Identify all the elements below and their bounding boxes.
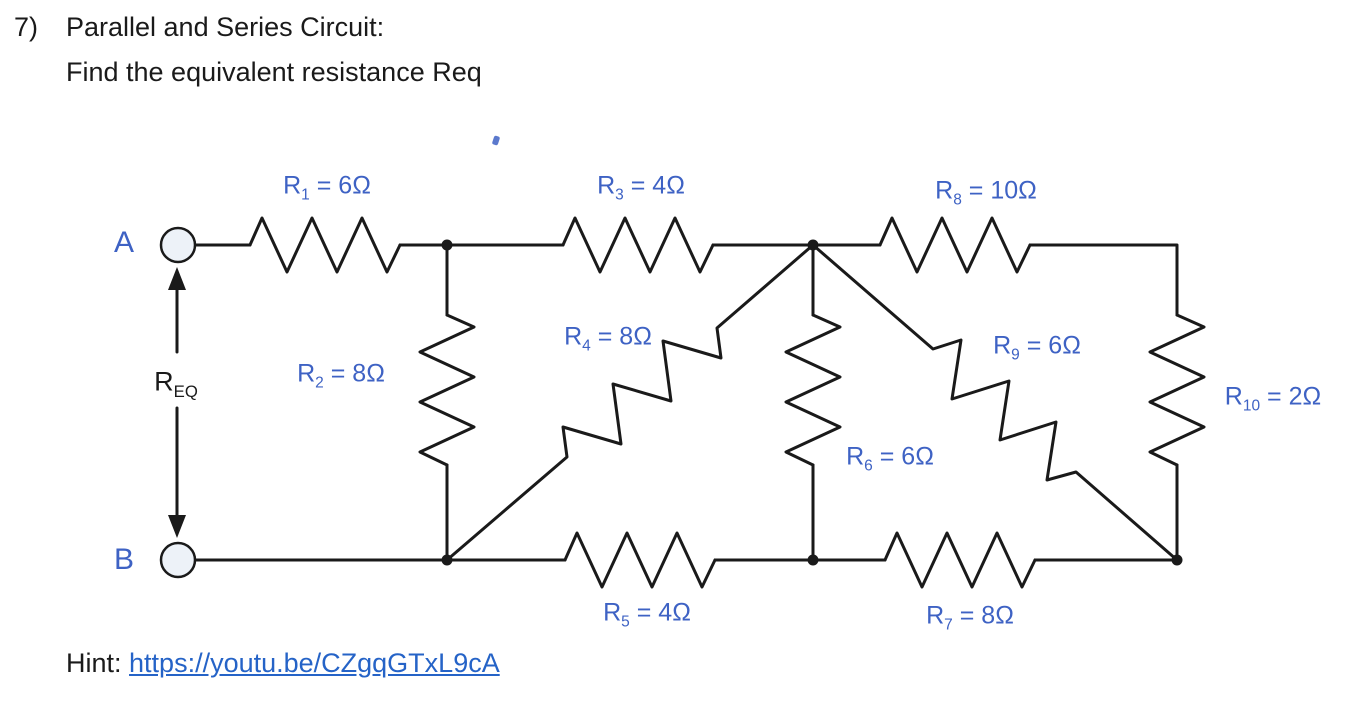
wire-r8-to-corner bbox=[1028, 243, 1179, 317]
req-arrow-down-head bbox=[168, 515, 186, 538]
hint-label: Hint: bbox=[66, 648, 130, 678]
resistor-r6-symbol bbox=[784, 313, 842, 467]
hint-line: Hint: https://youtu.be/CZgqGTxL9cA bbox=[66, 648, 500, 679]
resistor-label-r10: R10 = 2Ω bbox=[1224, 382, 1322, 415]
resistor-r7-symbol bbox=[883, 531, 1037, 589]
resistor-r9-symbol bbox=[811, 243, 1179, 562]
junction-node bbox=[807, 239, 819, 251]
resistor-label-r1: R1 = 6Ω bbox=[283, 171, 371, 204]
junction-node bbox=[441, 554, 453, 566]
resistor-label-r9: R9 = 6Ω bbox=[993, 331, 1081, 364]
req-label: REQ bbox=[154, 366, 198, 401]
resistor-label-r5: R5 = 4Ω bbox=[603, 598, 691, 631]
resistor-label-r2: R2 = 8Ω bbox=[297, 359, 385, 392]
req-arrow-up-head bbox=[168, 267, 186, 290]
resistor-r5-symbol bbox=[563, 531, 717, 589]
problem-number: 7) bbox=[14, 12, 39, 42]
resistor-r10-symbol bbox=[1148, 313, 1206, 467]
resistor-label-r8: R8 = 10Ω bbox=[935, 176, 1037, 209]
resistor-r4-symbol bbox=[445, 243, 815, 562]
junction-node bbox=[807, 554, 819, 566]
terminal-a-circle bbox=[159, 226, 197, 264]
resistor-label-r7: R7 = 8Ω bbox=[926, 601, 1014, 634]
junction-node bbox=[1171, 554, 1183, 566]
problem-subtitle: Find the equivalent resistance Req bbox=[66, 57, 482, 87]
resistor-label-r6: R6 = 6Ω bbox=[846, 442, 934, 475]
resistor-r3-symbol bbox=[561, 216, 715, 274]
terminal-b-circle bbox=[159, 541, 197, 579]
problem-title: Parallel and Series Circuit: bbox=[66, 12, 385, 42]
resistor-r2-symbol bbox=[418, 313, 476, 467]
terminal-b-label: B bbox=[113, 543, 135, 576]
resistor-r1-symbol bbox=[248, 216, 402, 274]
resistor-label-r3: R3 = 4Ω bbox=[597, 171, 685, 204]
hint-link[interactable]: https://youtu.be/CZgqGTxL9cA bbox=[129, 648, 500, 678]
resistor-r8-symbol bbox=[878, 216, 1032, 274]
junction-node bbox=[441, 239, 453, 251]
resistor-label-r4: R4 = 8Ω bbox=[564, 322, 652, 355]
terminal-a-label: A bbox=[113, 226, 135, 259]
req-arrow bbox=[168, 267, 186, 538]
